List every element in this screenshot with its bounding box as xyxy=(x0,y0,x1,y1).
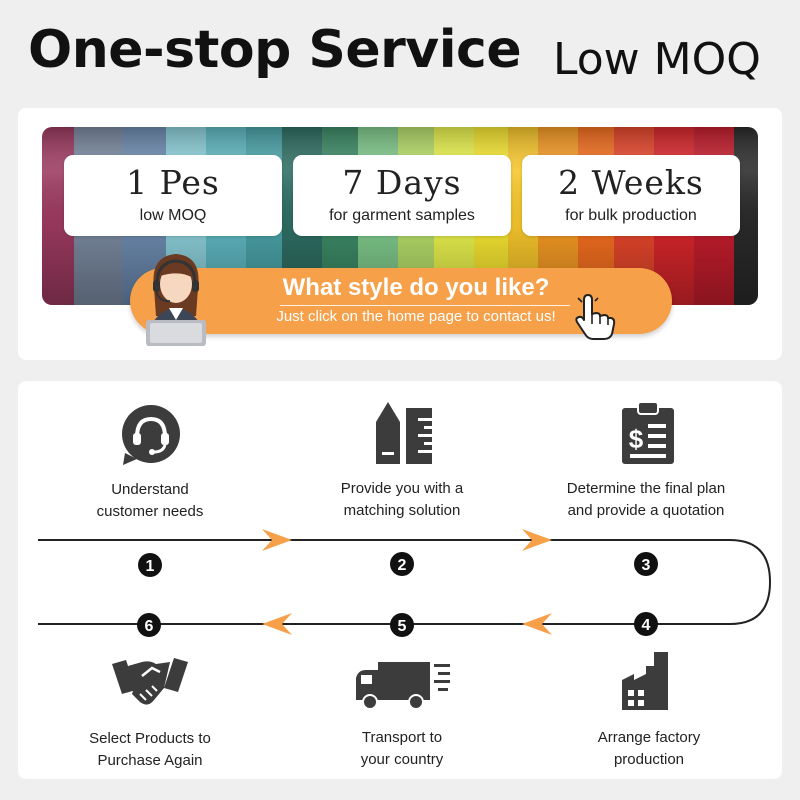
flow-arrow-right xyxy=(262,529,292,551)
stat-value: 7 Days xyxy=(342,163,462,202)
step-number-badge-6: 6 xyxy=(137,613,161,637)
factory-icon xyxy=(622,652,668,710)
step-label-line: Understand xyxy=(111,481,189,498)
stat-moq: 1 Pes low MOQ xyxy=(64,155,282,236)
promo-card: 1 Pes low MOQ 7 Days for garment samples… xyxy=(18,108,782,360)
step-label-4: Arrange factory production xyxy=(539,727,759,771)
cta-divider xyxy=(280,305,570,306)
pointer-hand-icon xyxy=(575,294,616,340)
step-label-line: Arrange factory xyxy=(597,729,701,746)
page-title: One-stop Service xyxy=(28,20,522,80)
stat-label: low MOQ xyxy=(139,207,207,224)
step-label-6: Select Products to Purchase Again xyxy=(40,728,260,772)
customer-service-icon xyxy=(122,405,180,465)
step-number: 2 xyxy=(398,557,407,574)
flow-arrow-left xyxy=(262,613,292,635)
step-label-2: Provide you with a matching solution xyxy=(292,478,512,522)
step-label-3: Determine the final plan and provide a q… xyxy=(536,478,756,522)
stat-bulk: 2 Weeks for bulk production xyxy=(522,155,740,236)
stat-value: 2 Weeks xyxy=(558,163,704,202)
step-label-line: matching solution xyxy=(343,502,461,519)
step-label-line: production xyxy=(613,751,685,768)
step-number-badge-5: 5 xyxy=(390,613,414,637)
step-label-1: Understand customer needs xyxy=(40,479,260,523)
delivery-truck-icon xyxy=(356,662,450,710)
page-subtitle: Low MOQ xyxy=(553,34,761,85)
stat-label: for bulk production xyxy=(565,207,697,224)
svg-text:$: $ xyxy=(629,424,644,454)
flow-arrow-right xyxy=(522,529,552,551)
step-label-line: Purchase Again xyxy=(97,752,203,769)
handshake-icon xyxy=(112,658,188,705)
stat-value: 1 Pes xyxy=(126,163,220,202)
stat-samples: 7 Days for garment samples xyxy=(293,155,511,236)
step-label-line: Select Products to xyxy=(89,730,211,747)
step-label-line: Transport to xyxy=(361,729,443,746)
quotation-clipboard-icon: $ xyxy=(622,401,674,464)
header: One-stop Service Low MOQ xyxy=(0,0,800,105)
step-number-badge-4: 4 xyxy=(634,612,658,636)
step-number: 4 xyxy=(642,617,651,634)
step-number: 5 xyxy=(398,618,407,635)
stat-label: for garment samples xyxy=(329,207,475,224)
cta-subtitle: Just click on the home page to contact u… xyxy=(276,308,556,325)
design-tools-icon xyxy=(376,402,432,464)
step-label-5: Transport to your country xyxy=(292,727,512,771)
step-number-badge-3: 3 xyxy=(634,552,658,576)
step-number: 1 xyxy=(146,558,155,575)
step-label-line: customer needs xyxy=(96,503,204,520)
step-label-line: Provide you with a xyxy=(340,480,464,497)
flow-line xyxy=(38,539,772,625)
step-label-line: Determine the final plan xyxy=(566,480,726,497)
cta-title: What style do you like? xyxy=(282,274,550,301)
step-number: 3 xyxy=(642,557,651,574)
step-label-line: your country xyxy=(360,751,444,768)
step-number-badge-2: 2 xyxy=(390,552,414,576)
step-number-badge-1: 1 xyxy=(138,553,162,577)
flow-arrow-left xyxy=(522,613,552,635)
step-label-line: and provide a quotation xyxy=(567,502,725,519)
support-agent-icon xyxy=(146,254,206,346)
step-number: 6 xyxy=(145,618,154,635)
